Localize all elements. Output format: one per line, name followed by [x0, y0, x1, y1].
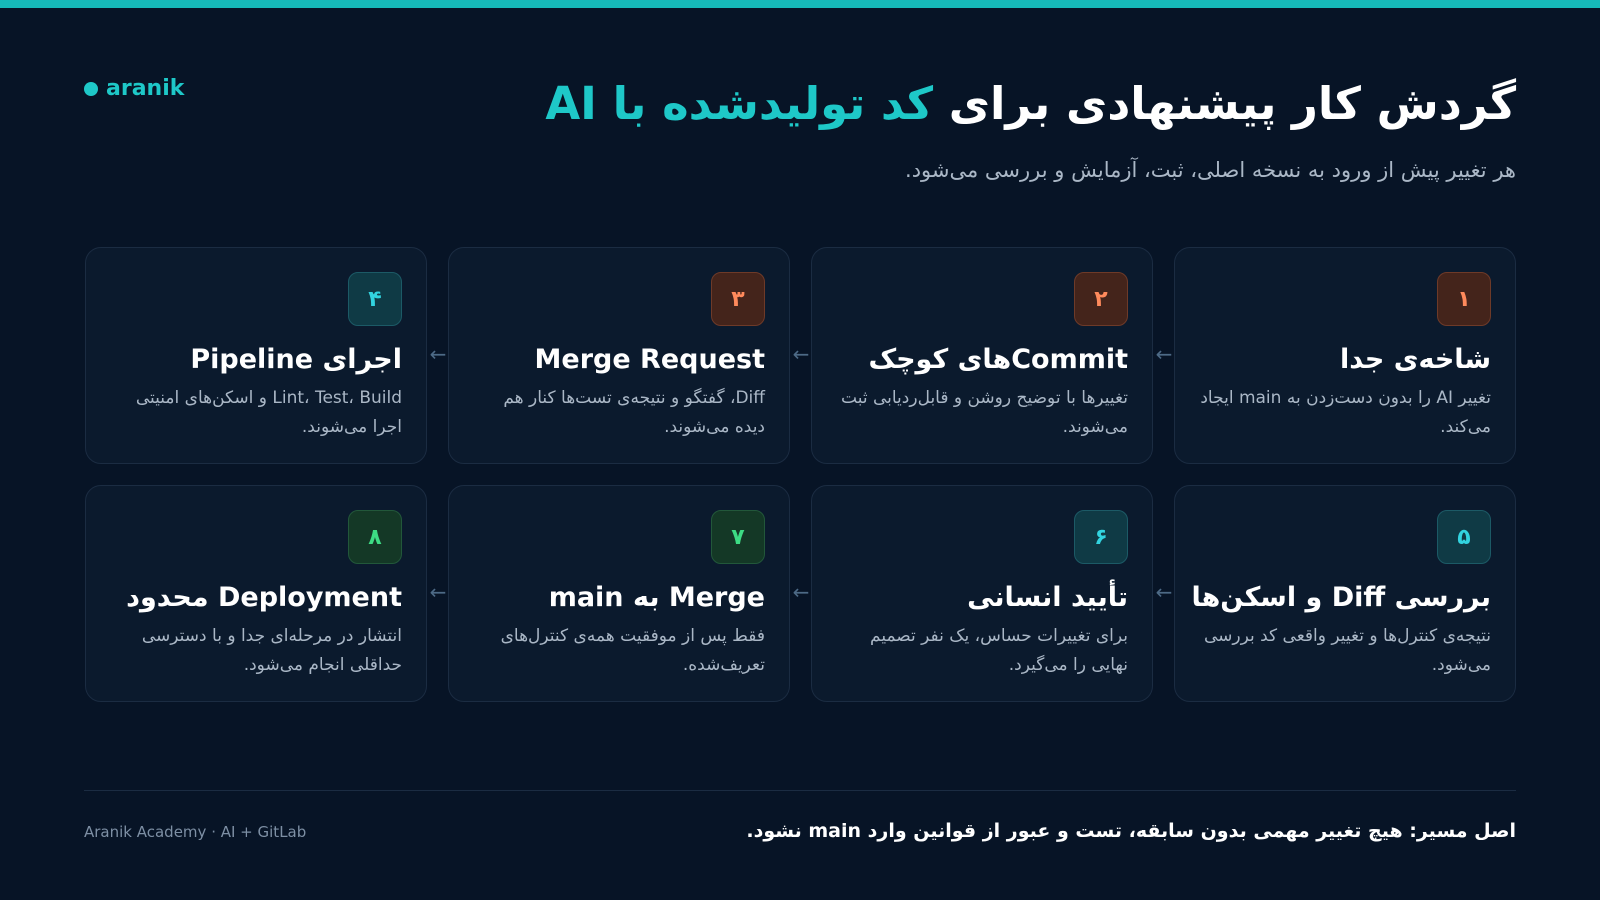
step-card-7: ۷ Merge به main فقط پس از موفقیت همه‌ی ک…: [430, 485, 790, 702]
step-number-badge: ۴: [348, 272, 402, 326]
step-card-6: ۶ تأیید انسانی برای تغییرات حساس، یک نفر…: [793, 485, 1153, 702]
step-card-4: ۴ اجرای Pipeline Lint، Test، Build و اسک…: [85, 247, 427, 464]
footer-principle-note: اصل مسیر: هیچ تغییر مهمی بدون سابقه، تست…: [746, 820, 1516, 842]
page-title: گردش کار پیشنهادی برای کد تولیدشده با AI: [545, 74, 1516, 134]
arrow-left-icon: ←: [1155, 580, 1173, 604]
step-number-badge: ۱: [1437, 272, 1491, 326]
step-title: Merge به main: [548, 582, 765, 613]
step-number-badge: ۶: [1074, 510, 1128, 564]
footer-divider: [84, 790, 1516, 791]
step-number-badge: ۵: [1437, 510, 1491, 564]
step-title: شاخه‌ی جدا: [1340, 344, 1491, 375]
step-card-1: ۱ شاخه‌ی جدا تغییر AI را بدون دست‌زدن به…: [1156, 247, 1516, 464]
step-title: Merge Request: [534, 344, 765, 375]
brand-logo: aranik: [84, 76, 184, 101]
step-description: تغییرها با توضیح روشن و قابل‌ردیابی ثبت …: [841, 388, 1128, 437]
step-number-badge: ۲: [1074, 272, 1128, 326]
page-subtitle: هر تغییر پیش از ورود به نسخه اصلی، ثبت، …: [905, 158, 1516, 182]
step-title: تأیید انسانی: [967, 582, 1128, 613]
step-title: بررسی Diff و اسکن‌ها: [1191, 582, 1491, 613]
step-card-5: ۵ بررسی Diff و اسکن‌ها نتیجه‌ی کنترل‌ها …: [1156, 485, 1516, 702]
step-description: تغییر AI را بدون دست‌زدن به main ایجاد م…: [1200, 388, 1491, 437]
title-main: گردش کار پیشنهادی برای: [933, 77, 1516, 130]
step-card-2: ۲ Commitهای کوچک تغییرها با توضیح روشن و…: [793, 247, 1153, 464]
arrow-left-icon: ←: [429, 580, 447, 604]
brand-dot-icon: [84, 81, 98, 96]
step-title: Deployment محدود: [126, 582, 402, 613]
step-card-8: ۸ Deployment محدود انتشار در مرحله‌ای جد…: [85, 485, 427, 702]
step-number-badge: ۳: [711, 272, 765, 326]
workflow-steps-grid: ۱ شاخه‌ی جدا تغییر AI را بدون دست‌زدن به…: [84, 247, 1516, 703]
arrow-left-icon: ←: [792, 342, 810, 366]
top-accent-bar: [0, 0, 1600, 8]
step-title: Commitهای کوچک: [868, 344, 1128, 375]
step-description: Lint، Test، Build و اسکن‌های امنیتی اجرا…: [135, 388, 402, 437]
arrow-left-icon: ←: [792, 580, 810, 604]
step-description: برای تغییرات حساس، یک نفر تصمیم نهایی را…: [870, 626, 1128, 675]
arrow-left-icon: ←: [1155, 342, 1173, 366]
arrow-left-icon: ←: [429, 342, 447, 366]
step-description: نتیجه‌ی کنترل‌ها و تغییر واقعی کد بررسی …: [1204, 626, 1491, 675]
step-card-3: ۳ Merge Request Diff، گفتگو و نتیجه‌ی تس…: [430, 247, 790, 464]
step-number-badge: ۸: [348, 510, 402, 564]
footer-credit: Aranik Academy · AI + GitLab: [84, 823, 307, 841]
step-description: فقط پس از موفقیت همه‌ی کنترل‌های تعریف‌ش…: [500, 626, 765, 675]
title-accent: کد تولیدشده با AI: [545, 77, 934, 130]
step-description: Diff، گفتگو و نتیجه‌ی تست‌ها کنار هم دید…: [503, 388, 765, 437]
step-title: اجرای Pipeline: [190, 344, 402, 375]
brand-name: aranik: [106, 76, 185, 101]
step-description: انتشار در مرحله‌ای جدا و با دسترسی حداقل…: [141, 626, 402, 675]
step-number-badge: ۷: [711, 510, 765, 564]
